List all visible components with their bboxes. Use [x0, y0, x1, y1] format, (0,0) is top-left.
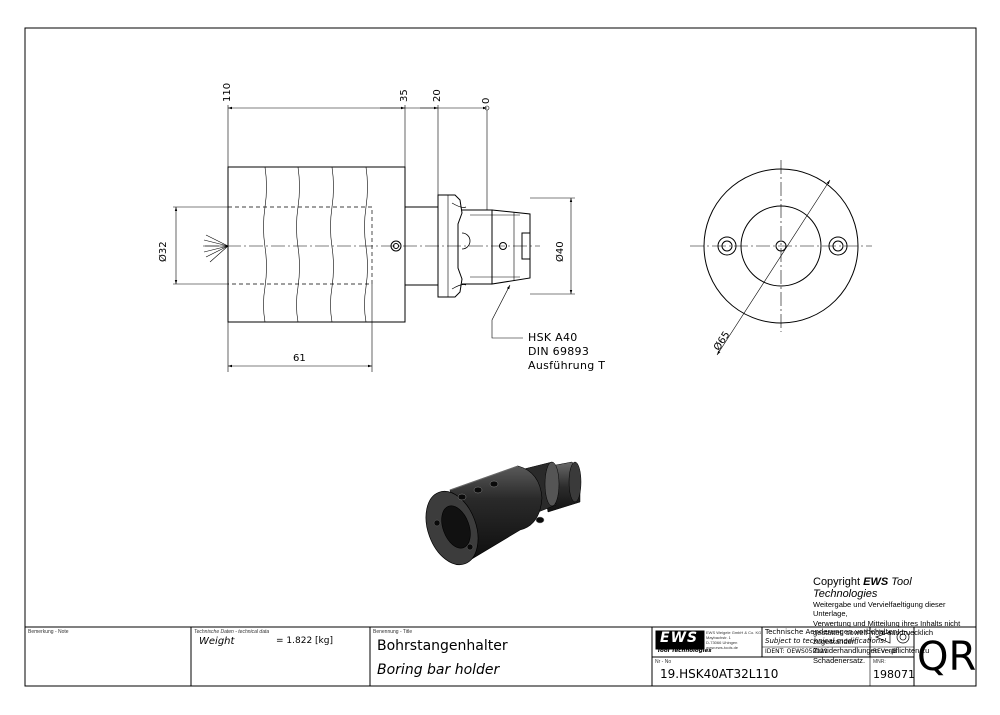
- part-number: 19.HSK40AT32L110: [660, 667, 779, 681]
- mnr-label: MNR:: [873, 659, 886, 665]
- number-label: Nr - No: [655, 659, 672, 665]
- ews-logo: EWS: [660, 630, 699, 646]
- company-address: EWS Weigele GmbH & Co. KG Maybachstr. 1 …: [706, 630, 762, 650]
- callout-line-3: Ausführung T: [528, 359, 606, 372]
- tech-data-label: Technische Daten - technical data: [194, 629, 270, 635]
- hsk-callout: HSK A40 DIN 69893 Ausführung T: [528, 331, 605, 373]
- copyright-line-1: Weitergabe und Vervielfaeltigung dieser …: [813, 600, 946, 619]
- company-line-1: EWS Weigele GmbH & Co. KG: [706, 630, 762, 635]
- notice-german: Technische Aenderungen vorbehalten!: [765, 628, 900, 636]
- qr-mark: QR: [917, 634, 977, 680]
- title-block-grid: [25, 626, 976, 686]
- dim-61: 61: [293, 353, 306, 364]
- revision: REV: -/B: [873, 648, 897, 655]
- title-english: Boring bar holder: [377, 662, 500, 678]
- weight-value: = 1.822 [kg]: [276, 636, 333, 646]
- callout-line-2: DIN 69893: [528, 345, 590, 358]
- ews-logo-subtitle: Tool Technologies: [657, 648, 712, 654]
- side-dimensions: [173, 105, 575, 372]
- notice-english: Subject to technical modifications!: [765, 637, 887, 645]
- remarks-label: Bemerkung - Note: [28, 629, 69, 635]
- company-line-2: Maybachstr. 1: [706, 635, 731, 640]
- front-view: [690, 160, 872, 356]
- isometric-render: [425, 461, 582, 565]
- dim-0: 0: [481, 97, 492, 104]
- copyright-line-2: Verwertung und Mitteilung ihres Inhalts …: [813, 618, 961, 628]
- ident-number: IDENT: OEWS050021: [765, 648, 828, 655]
- callout-line-1: HSK A40: [528, 331, 578, 344]
- title-label: Benennung - Title: [373, 629, 413, 635]
- dim-110: 110: [222, 82, 233, 102]
- dim-dia-40: Ø40: [555, 241, 566, 262]
- copyright-line-4: Zuwiderhandlungen verpflichten zu Schade…: [813, 646, 930, 665]
- company-line-4: www.ews-tools.de: [706, 645, 739, 650]
- title-german: Bohrstangenhalter: [377, 638, 508, 654]
- copyright-title: Copyright EWS Tool Technologies: [813, 576, 912, 600]
- mnr-number: 198071: [873, 668, 915, 681]
- dim-35: 35: [399, 89, 410, 102]
- copyright-notice: Copyright EWS Tool Technologies Weiterga…: [813, 576, 973, 665]
- company-line-3: D-73066 Uhingen: [706, 640, 738, 645]
- side-view: [203, 166, 540, 323]
- dim-20: 20: [432, 89, 443, 102]
- sheet-border: [24, 27, 977, 687]
- dim-dia-32: Ø32: [158, 241, 169, 262]
- weight-label: Weight: [199, 636, 235, 647]
- copyright-line-3: gestattet, soweit nicht ausdruecklich zu…: [813, 627, 934, 647]
